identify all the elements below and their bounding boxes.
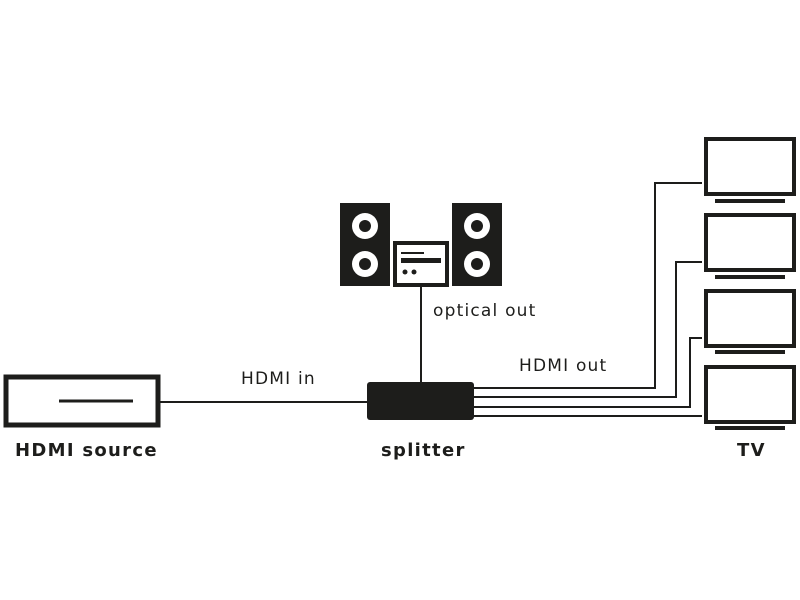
tv-4 xyxy=(704,365,796,430)
hdmi-out-cable-3 xyxy=(474,337,702,408)
tv-icon xyxy=(704,137,796,196)
amplifier xyxy=(393,241,449,287)
hdmi-out-cables xyxy=(474,182,702,417)
tv-label: TV xyxy=(737,440,766,461)
tv-icon xyxy=(704,365,796,424)
tv-3 xyxy=(704,289,796,354)
hdmi-out-cable-1 xyxy=(474,182,702,389)
tv-icon xyxy=(704,289,796,348)
optical-out-label: optical out xyxy=(433,301,537,321)
hdmi-out-label: HDMI out xyxy=(519,356,608,376)
splitter-box-icon xyxy=(367,382,474,420)
hdmi-source-label: HDMI source xyxy=(15,440,158,461)
tv-1 xyxy=(704,137,796,203)
tv-stand xyxy=(715,350,785,354)
splitter-label: splitter xyxy=(381,440,466,461)
dvd-player-icon xyxy=(3,374,161,428)
tv-stand xyxy=(715,199,785,203)
tv-icon xyxy=(704,213,796,272)
hdmi-out-cable-2 xyxy=(474,261,702,398)
tv-2 xyxy=(704,213,796,279)
hdmi-source-device xyxy=(3,374,161,428)
tv-stand xyxy=(715,275,785,279)
stereo-system-icon xyxy=(340,203,502,287)
hdmi-in-label: HDMI in xyxy=(241,369,316,389)
tv-stand xyxy=(715,426,785,430)
